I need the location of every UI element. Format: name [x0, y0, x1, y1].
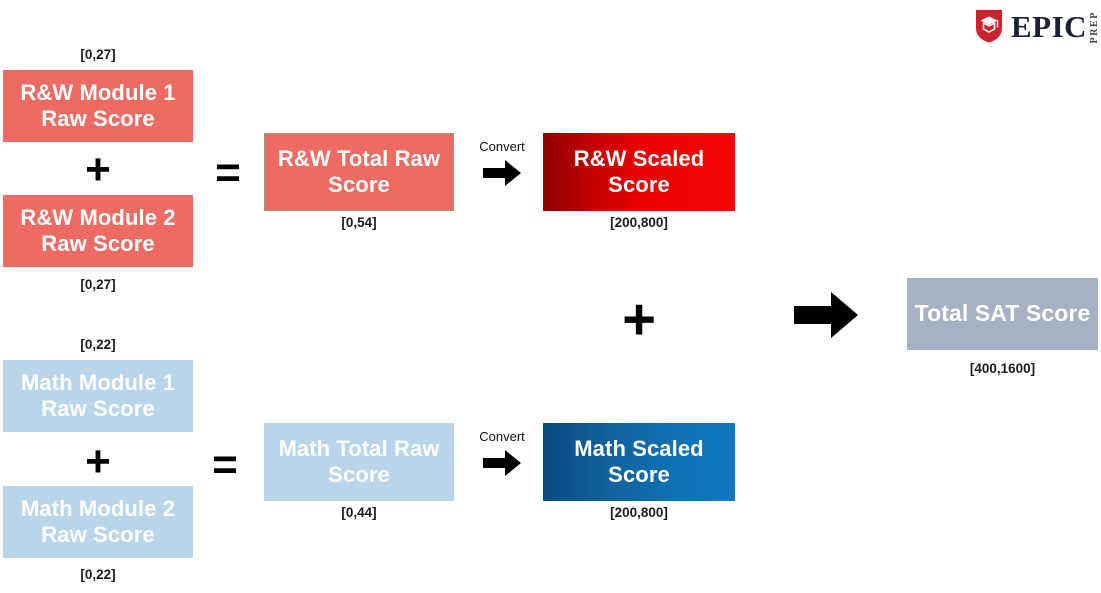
math-convert-group: Convert	[470, 430, 534, 479]
math-module-1-range: [0,22]	[80, 337, 116, 352]
math-module-2-range: [0,22]	[80, 567, 116, 582]
scaled-scores-plus-operator: +	[622, 287, 656, 352]
rw-convert-label: Convert	[479, 139, 525, 154]
math-scaled-score-box: Math Scaled Score	[543, 423, 735, 501]
math-convert-label: Convert	[479, 429, 525, 444]
arrow-right-icon	[483, 450, 521, 476]
math-module-1-box: Math Module 1 Raw Score	[3, 360, 193, 432]
final-arrow-group	[791, 288, 861, 342]
graduation-cap-shield-icon	[976, 10, 1002, 43]
math-module-2-box: Math Module 2 Raw Score	[3, 486, 193, 558]
rw-total-raw-score-range: [0,54]	[341, 215, 377, 230]
logo-wordmark: EPIC	[1011, 8, 1088, 44]
math-total-raw-score-box: Math Total Raw Score	[264, 423, 454, 501]
rw-module-1-box: R&W Module 1 Raw Score	[3, 70, 193, 142]
rw-module-2-range: [0,27]	[80, 277, 116, 292]
arrow-right-icon	[483, 160, 521, 186]
total-sat-score-range: [400,1600]	[969, 361, 1036, 376]
rw-plus-operator: +	[85, 145, 111, 194]
rw-convert-group: Convert	[470, 140, 534, 189]
rw-module-2-box: R&W Module 2 Raw Score	[3, 195, 193, 267]
rw-scaled-score-box: R&W Scaled Score	[543, 133, 735, 211]
math-total-raw-score-range: [0,44]	[341, 505, 377, 520]
rw-total-raw-score-box: R&W Total Raw Score	[264, 133, 454, 211]
total-sat-score-box: Total SAT Score	[907, 278, 1098, 350]
rw-scaled-score-range: [200,800]	[610, 215, 668, 230]
logo-sub-wordmark: PREP	[1089, 10, 1101, 44]
math-scaled-score-range: [200,800]	[610, 505, 668, 520]
math-plus-operator: +	[85, 437, 111, 486]
rw-equals-operator: =	[215, 148, 241, 197]
math-equals-operator: =	[212, 440, 238, 489]
epic-prep-logo: EPIC PREP	[974, 8, 1100, 44]
arrow-right-icon	[794, 292, 858, 338]
rw-module-1-range: [0,27]	[80, 47, 116, 62]
